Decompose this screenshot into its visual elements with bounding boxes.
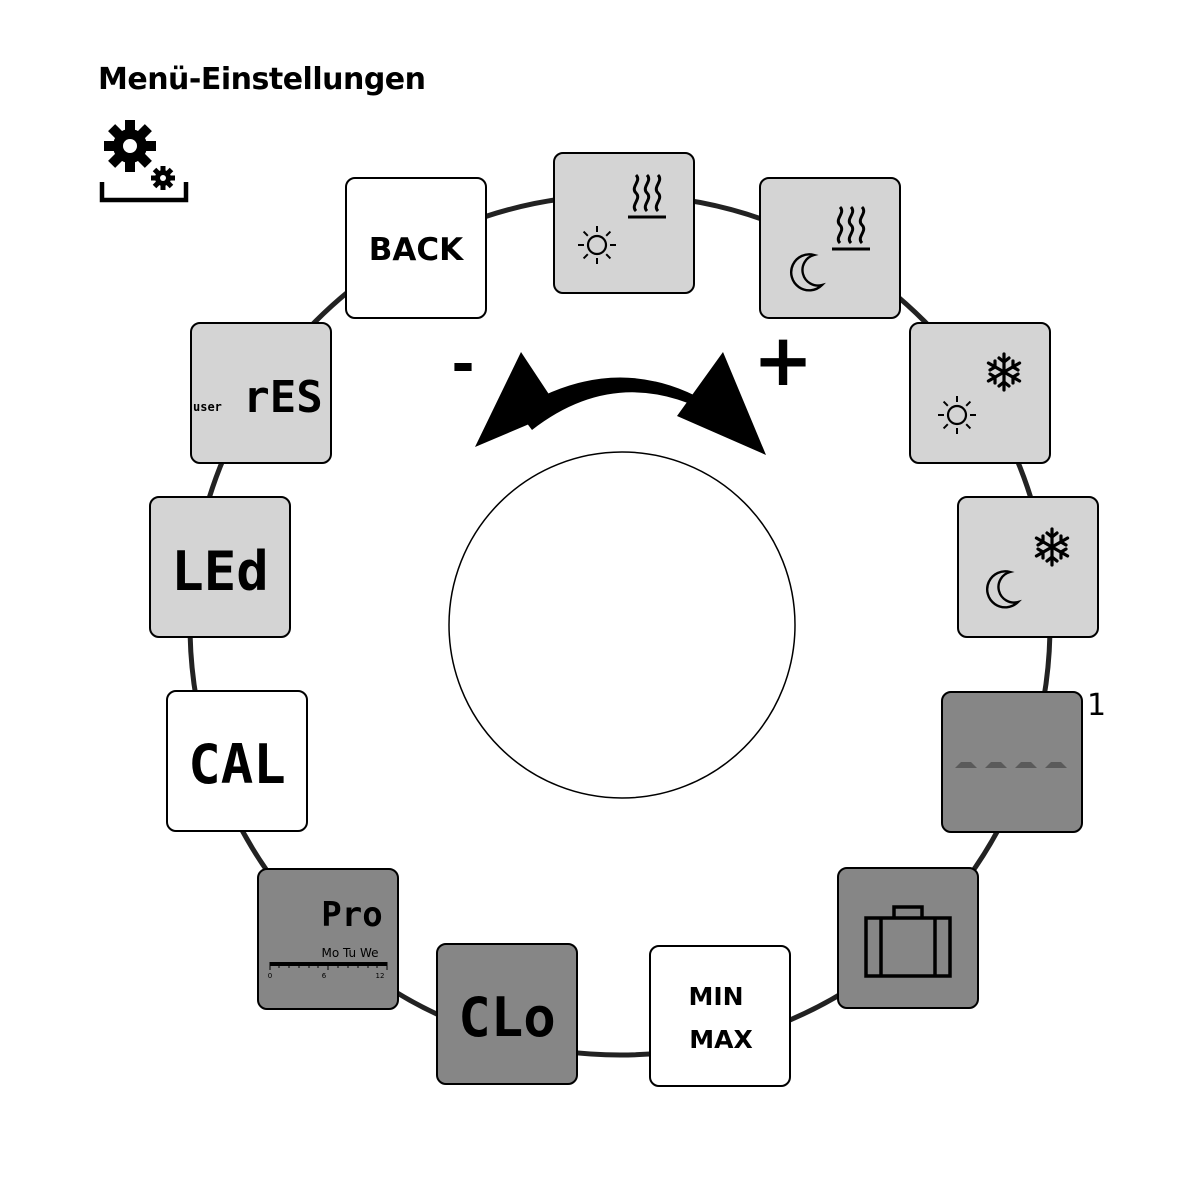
program-days: Mo Tu We xyxy=(322,946,379,960)
menu-item-back[interactable]: BACK xyxy=(345,177,487,319)
calibration-label: CAL xyxy=(188,733,286,796)
menu-item-night-heating[interactable] xyxy=(759,177,901,319)
clock-label: CLo xyxy=(458,986,556,1049)
menu-item-user-reset[interactable]: user rES xyxy=(190,322,332,464)
program-tick-0: 0 xyxy=(268,972,272,980)
suitcase-icon xyxy=(864,905,952,978)
program-timeline-ticks xyxy=(269,962,388,970)
page-title: Menü-Einstellungen xyxy=(98,62,426,97)
menu-item-dashes[interactable]: 1 xyxy=(941,688,1106,833)
control-dial[interactable] xyxy=(448,451,796,799)
menu-item-calibration[interactable]: CAL xyxy=(166,690,308,832)
led-label: LEd xyxy=(171,540,269,603)
footnote-label: 1 xyxy=(1087,688,1106,723)
menu-item-vacation[interactable] xyxy=(837,867,979,1009)
program-tick-12: 12 xyxy=(376,972,385,980)
rotate-minus-label: - xyxy=(451,332,474,397)
back-label: BACK xyxy=(369,232,464,268)
rotate-plus-label: + xyxy=(753,318,813,402)
menu-item-led[interactable]: LEd xyxy=(149,496,291,638)
menu-item-night-cooling[interactable] xyxy=(957,496,1099,638)
menu-item-min-max[interactable]: MIN MAX xyxy=(649,945,791,1087)
dash-segments xyxy=(955,762,1067,768)
rotate-arrow-icon: - + xyxy=(451,318,813,455)
menu-item-program[interactable]: Pro Mo Tu We 0 6 12 xyxy=(257,868,399,1010)
max-label: MAX xyxy=(689,1025,753,1054)
menu-item-clock[interactable]: CLo xyxy=(436,943,578,1085)
gear-settings-icon xyxy=(99,120,189,203)
reset-label: rES xyxy=(243,372,322,423)
user-prefix-label: user xyxy=(193,400,222,414)
program-label: Pro xyxy=(321,895,382,935)
menu-item-day-heating[interactable] xyxy=(553,152,695,294)
min-label: MIN xyxy=(688,982,743,1011)
menu-item-day-cooling[interactable] xyxy=(909,322,1051,464)
program-tick-6: 6 xyxy=(322,972,327,980)
